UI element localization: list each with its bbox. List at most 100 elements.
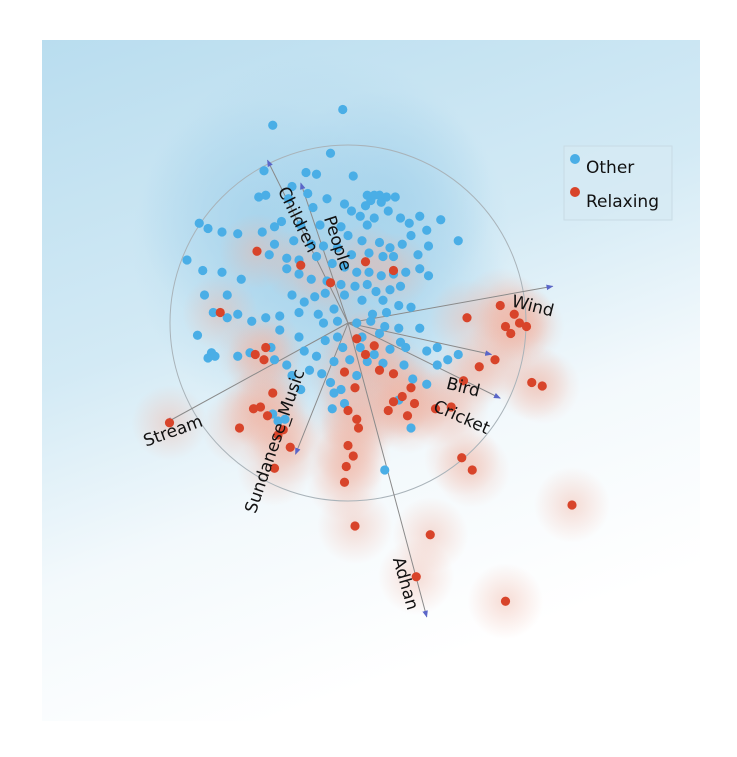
point-other — [308, 202, 318, 213]
point-relaxing — [353, 423, 364, 433]
point-other — [345, 355, 355, 365]
point-other — [406, 230, 416, 241]
point-other — [303, 188, 313, 199]
point-other — [378, 251, 388, 262]
point-other — [301, 167, 311, 178]
point-other — [436, 215, 446, 225]
point-other — [222, 313, 232, 323]
point-other — [182, 255, 192, 265]
point-other — [273, 416, 283, 426]
legend-marker-relaxing — [570, 187, 580, 197]
point-relaxing — [527, 377, 537, 388]
point-other — [327, 258, 337, 269]
point-other — [399, 360, 409, 370]
point-other — [415, 323, 425, 333]
point-other — [217, 267, 227, 277]
point-other — [380, 465, 390, 475]
point-relaxing — [259, 355, 269, 365]
point-other — [364, 248, 374, 258]
point-relaxing — [383, 405, 393, 416]
point-other — [362, 279, 372, 290]
point-relaxing — [248, 404, 259, 414]
point-other — [329, 356, 339, 367]
point-other — [336, 279, 346, 290]
point-relaxing — [388, 369, 399, 379]
point-other — [367, 309, 378, 319]
biplot-chart: ChildrenPeopleWindBirdCricketAdhanSundan… — [42, 40, 700, 721]
point-relaxing — [296, 260, 306, 270]
point-relaxing — [500, 321, 511, 332]
point-other — [287, 181, 297, 192]
point-other — [385, 285, 395, 295]
point-other — [350, 281, 360, 291]
point-relaxing — [514, 318, 525, 328]
point-other — [254, 192, 264, 202]
point-relaxing — [537, 381, 547, 391]
point-other — [317, 369, 327, 379]
point-other — [299, 346, 309, 356]
point-other — [394, 300, 404, 311]
point-other — [325, 148, 336, 158]
vector-stream — [165, 322, 349, 424]
point-other — [346, 250, 357, 260]
point-other — [329, 304, 339, 314]
point-other — [357, 295, 367, 305]
point-other — [415, 264, 425, 274]
point-other — [415, 211, 425, 221]
point-relaxing — [521, 321, 532, 332]
point-relaxing — [360, 349, 371, 360]
point-other — [294, 269, 304, 279]
point-other — [362, 356, 372, 367]
point-other — [287, 290, 297, 300]
point-other — [374, 328, 385, 339]
point-other — [339, 262, 350, 272]
point-relaxing — [495, 300, 505, 311]
point-other — [194, 218, 204, 228]
point-other — [306, 239, 316, 249]
point-relaxing — [343, 405, 353, 416]
point-other — [275, 311, 285, 321]
point-other — [381, 307, 392, 318]
point-relaxing — [343, 440, 353, 451]
point-other — [315, 220, 325, 230]
point-other — [423, 241, 434, 251]
point-other — [275, 325, 285, 335]
point-other — [355, 211, 365, 221]
point-other — [362, 220, 372, 230]
point-other — [198, 265, 208, 276]
point-other — [443, 355, 453, 365]
point-other — [287, 370, 297, 381]
legend-label-relaxing: Relaxing — [586, 192, 659, 212]
point-relaxing — [262, 411, 273, 421]
point-other — [329, 388, 339, 398]
point-other — [369, 213, 379, 223]
point-relaxing — [406, 383, 416, 393]
point-relaxing — [509, 309, 519, 319]
point-relaxing — [234, 423, 245, 433]
point-other — [406, 423, 416, 433]
point-other — [422, 379, 432, 389]
point-other — [282, 253, 292, 263]
point-other — [310, 292, 320, 302]
point-relaxing — [352, 414, 362, 424]
point-other — [294, 307, 304, 318]
point-relaxing — [261, 342, 271, 353]
point-relaxing — [360, 257, 371, 267]
point-other — [247, 316, 257, 326]
point-relaxing — [462, 313, 472, 323]
point-other — [233, 351, 243, 361]
point-relaxing — [285, 442, 295, 452]
point-other — [294, 332, 304, 342]
point-relaxing — [411, 572, 421, 582]
point-other — [311, 351, 322, 361]
point-other — [325, 377, 336, 388]
point-relaxing — [350, 521, 360, 531]
point-other — [352, 267, 362, 277]
point-relaxing — [457, 453, 467, 463]
point-other — [352, 370, 362, 381]
point-relaxing — [425, 530, 435, 540]
point-relaxing — [348, 451, 358, 461]
point-other — [261, 190, 271, 200]
point-other — [203, 223, 213, 234]
